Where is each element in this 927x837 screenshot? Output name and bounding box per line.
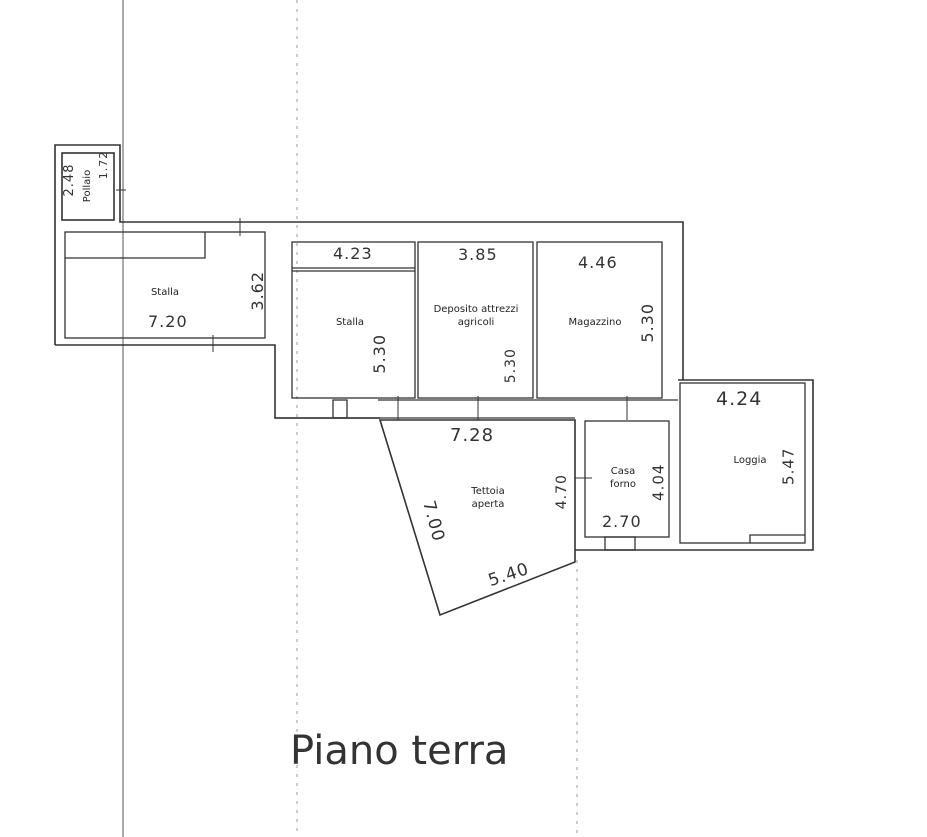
dim-magazzino-w: 4.46 [578,253,618,272]
outer-walls [54,144,814,617]
dim-tettoia-top: 7.28 [450,425,495,446]
tettoia-outline [378,419,576,617]
dim-pollaio-a: 2.48 [62,163,77,197]
guide-lines [122,0,578,837]
room-label-loggia: Loggia [733,455,767,466]
room-label-magazzino: Magazzino [568,317,622,328]
dim-pollaio-b: 1.72 [97,150,110,180]
dim-stalla2-h: 5.30 [370,333,390,374]
plan-title: Piano terra [290,728,509,774]
dim-deposito-h: 5.30 [502,348,519,384]
dim-stalla2-w: 4.23 [333,244,373,263]
dim-stalla1-h: 3.62 [248,270,268,311]
room-label-deposito: Deposito attrezzi agricoli [433,304,519,328]
dim-casa-forno-w: 2.70 [602,512,642,531]
dim-casa-forno-h: 4.04 [649,463,668,501]
room-label-casa-forno: Casa forno [609,466,637,490]
dim-loggia-h: 5.47 [779,447,798,485]
room-label-pollaio: Pollaio [82,169,93,203]
dim-stalla1-w: 7.20 [148,312,188,331]
dim-loggia-w: 4.24 [716,388,763,410]
room-label-tettoia: Tettoia aperta [471,486,505,510]
door-marks [116,189,628,479]
room-label-stalla-2: Stalla [335,317,365,328]
dim-tettoia-right: 4.70 [553,474,570,510]
dim-magazzino-h: 5.30 [638,302,658,343]
inner-walls [64,231,806,551]
dim-deposito-w: 3.85 [458,245,498,264]
room-label-stalla-1: Stalla [150,287,180,298]
